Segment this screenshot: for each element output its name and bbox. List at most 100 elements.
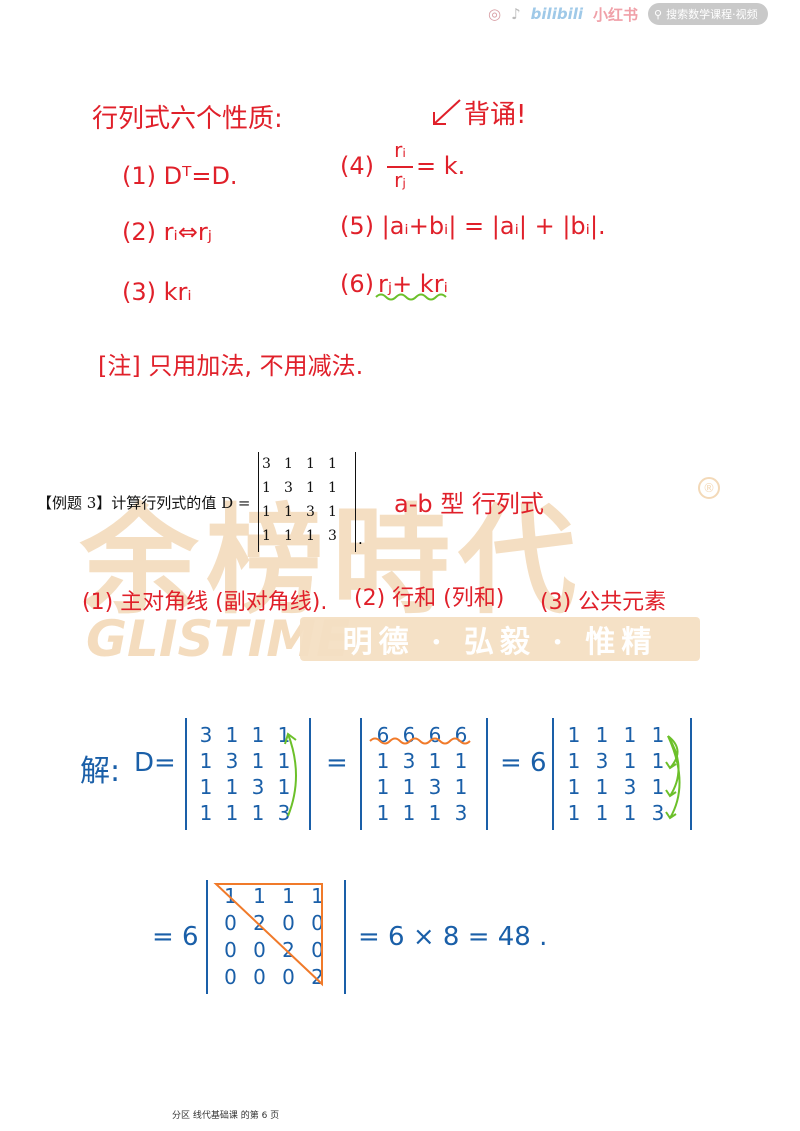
cell: 1 [623,723,637,747]
cell: 1 [428,749,442,773]
watermark-brand-cn: 余榜時代 [80,491,585,630]
equals-6-line2: = 6 [152,922,199,952]
cell: 1 [623,749,637,773]
fraction-bar [387,166,413,168]
property-6-expr: rⱼ+ krᵢ [378,270,448,298]
cell: 1 [225,801,239,825]
equals-6: = 6 [500,748,547,778]
cell: 1 [651,749,665,773]
orange-wavy-underline [369,737,471,745]
equals-1: = [326,748,348,778]
cell: 0 [224,964,237,989]
cell: 1 [284,504,293,520]
cell: 1 [284,528,293,544]
solution-label: 解: [80,754,121,789]
cell: 3 [651,801,665,825]
page-footer: 分区 线代基础课 的第 6 页 [172,1111,280,1121]
cell: 1 [284,456,293,472]
cell: 6 [428,723,442,747]
cell: 3 [262,456,271,472]
cell: 1 [651,775,665,799]
cell: 1 [311,883,324,908]
cell: 3 [454,801,468,825]
search-text: 搜索数学课程·视频 [666,8,758,21]
cell: 1 [328,480,337,496]
property-4-num: (4) [340,152,374,180]
cell: 1 [277,749,291,773]
green-arrows-icon [665,735,681,820]
cell: 1 [402,801,416,825]
method-3: (3) 公共元素 [540,590,667,615]
property-6-num: (6) [340,270,374,298]
cell: 1 [567,749,581,773]
watermark-registered: ® [698,477,720,499]
cell: 1 [402,775,416,799]
cell: 1 [251,723,265,747]
cell: 6 [454,723,468,747]
cell: 1 [328,456,337,472]
property-3: (3) krᵢ [122,278,192,306]
douyin-icon[interactable]: ♪ [511,5,521,23]
example-label: 【例题 3】计算行列式的值 D = [37,494,251,512]
arrow-icon [433,99,461,125]
cell: 1 [262,480,271,496]
cell: 1 [567,775,581,799]
cell: 1 [595,801,609,825]
cell: 0 [253,937,266,962]
cell: 1 [428,801,442,825]
cell: 1 [251,749,265,773]
cell: 3 [306,504,315,520]
cell: 1 [595,723,609,747]
xiaohongshu-logo[interactable]: 小红书 [593,5,639,24]
weibo-icon[interactable]: ◎ [488,5,502,23]
cell: 0 [224,937,237,962]
remember-note: 背诵! [464,100,527,130]
cell: 3 [225,749,239,773]
cell: 0 [253,964,266,989]
cell: 0 [282,910,295,935]
property-4-frac-top: rᵢ [394,138,406,162]
example-period: . [358,530,363,548]
social-bar: ◎ ♪ bilibili 小红书 ⚲ 搜索数学课程·视频 [488,3,768,25]
type-note: a-b 型 行列式 [394,490,544,518]
cell: 0 [311,910,324,935]
orange-triangle-icon [213,883,323,987]
cell: 1 [595,775,609,799]
cell: 3 [199,723,213,747]
cell: 1 [262,504,271,520]
properties-title: 行列式六个性质: [92,104,283,134]
cell: 1 [567,723,581,747]
cell: 1 [306,480,315,496]
cell: 1 [225,723,239,747]
cell: 1 [306,456,315,472]
watermark-slogan: 明德 · 弘毅 · 惟精 [300,617,700,661]
cell: 1 [253,883,266,908]
cell: 1 [623,801,637,825]
cell: 0 [224,910,237,935]
cell: 1 [376,775,390,799]
cell: 3 [284,480,293,496]
cell: 1 [199,775,213,799]
method-2: (2) 行和 (列和) [354,586,505,611]
property-5: (5) |aᵢ+bᵢ| = |aᵢ| + |bᵢ|. [340,212,606,240]
cell: 1 [567,801,581,825]
property-4-tail: = k. [416,152,466,180]
property-2: (2) rᵢ⇔rⱼ [122,218,212,246]
green-arrow-icon [284,732,297,817]
cell: 1 [277,723,291,747]
cell: 3 [428,775,442,799]
search-pill[interactable]: ⚲ 搜索数学课程·视频 [648,3,768,25]
cell: 3 [402,749,416,773]
cell: 1 [651,723,665,747]
cell: 3 [623,775,637,799]
note-line: [注] 只用加法, 不用减法. [98,352,364,380]
cell: 1 [454,775,468,799]
cell: 1 [376,801,390,825]
cell: 1 [282,883,295,908]
bilibili-logo[interactable]: bilibili [530,5,583,23]
cell: 6 [402,723,416,747]
cell: 0 [282,964,295,989]
